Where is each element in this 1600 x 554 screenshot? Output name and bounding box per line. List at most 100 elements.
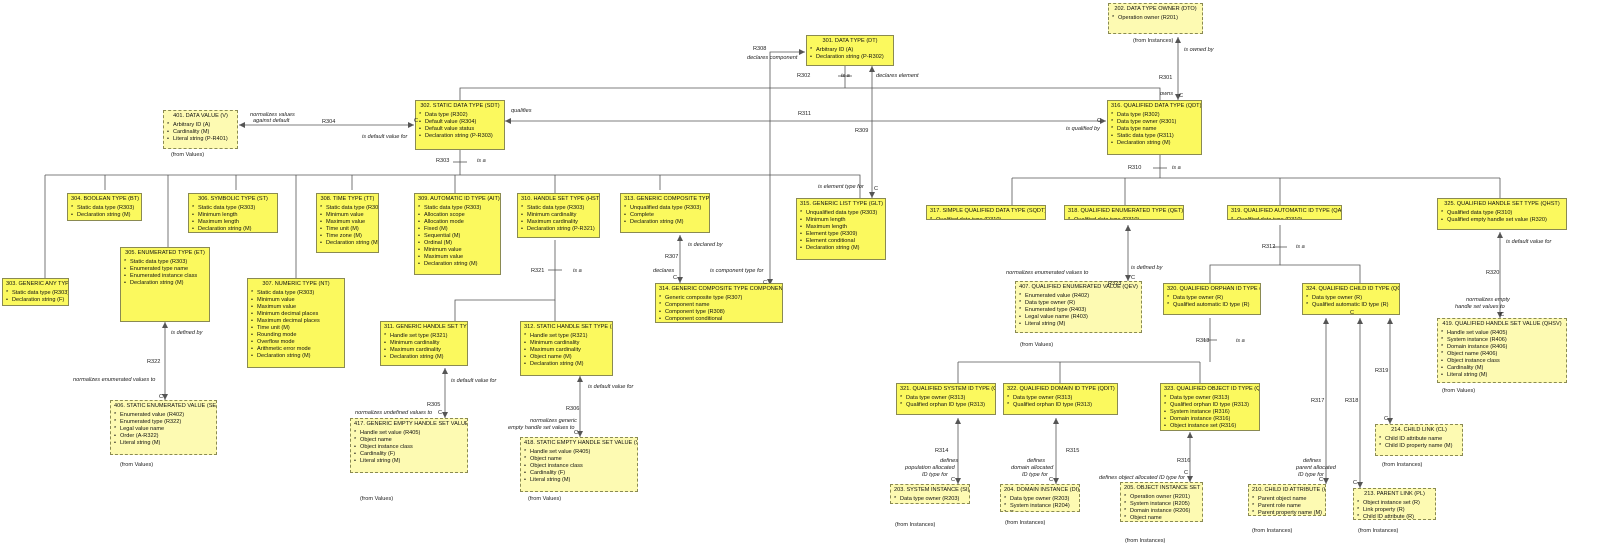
attribute-text: Qualified data type (R310)	[1074, 217, 1140, 220]
class-box-316[interactable]: 316. QUALIFIED DATA TYPE (QDT)*Data type…	[1107, 100, 1202, 155]
attribute-marker: •	[419, 119, 421, 125]
class-attribute: *Project name	[894, 503, 966, 504]
class-box-306[interactable]: 306. SYMBOLIC TYPE (ST)*Static data type…	[188, 193, 278, 233]
class-box-324[interactable]: 324. QUALIFIED CHILD ID TYPE (QCIT)*Data…	[1302, 283, 1400, 315]
relationship-label: normalizes generic	[530, 418, 577, 424]
class-box-320[interactable]: 320. QUALIFIED ORPHAN ID TYPE (QOIT)*Dat…	[1163, 283, 1261, 315]
class-attribute: •Declaration string (P-R303)	[419, 133, 501, 140]
class-title: 310. HANDLE SET TYPE (HST)	[521, 196, 600, 202]
class-box-417[interactable]: 417. GENERIC EMPTY HANDLE SET VALUE (GEH…	[350, 418, 468, 473]
class-box-312[interactable]: 312. STATIC HANDLE SET TYPE (SHST)*Handl…	[520, 321, 613, 376]
class-box-202[interactable]: 202. DATA TYPE OWNER (DTO)*Operation own…	[1108, 3, 1203, 34]
attribute-text: Parent property name (M)	[1258, 510, 1323, 516]
attribute-text: System instance (R204)	[1010, 503, 1070, 509]
attribute-marker: •	[384, 354, 386, 360]
class-title: 205. OBJECT INSTANCE SET (OIS)	[1124, 485, 1202, 491]
relationship-label: R301	[1159, 75, 1173, 81]
class-box-305[interactable]: 305. ENUMERATED TYPE (ET)*Static data ty…	[120, 247, 210, 322]
class-attribute: •Domain instance (R316)	[1164, 416, 1256, 423]
attribute-text: Link property (R)	[1363, 507, 1405, 513]
class-attribute: *Link property (R)	[1357, 507, 1432, 514]
class-box-309[interactable]: 309. AUTOMATIC ID TYPE (AIT)*Static data…	[414, 193, 501, 275]
attribute-marker: •	[1164, 409, 1166, 415]
class-attribute: •Minimum length	[192, 212, 274, 219]
relationship-label: normalizes values	[250, 112, 295, 118]
relationship-label: handle set values to	[1455, 304, 1505, 310]
relationship-label: is a	[573, 268, 582, 274]
class-title: 418. STATIC EMPTY HANDLE SET VALUE (SEHS…	[524, 440, 637, 446]
class-box-304[interactable]: 304. BOOLEAN TYPE (BT)*Static data type …	[67, 193, 142, 221]
class-attribute: •Minimum cardinality	[521, 212, 596, 219]
class-attribute: •Arithmetic error mode	[251, 346, 341, 353]
class-box-311[interactable]: 311. GENERIC HANDLE SET TYPE (GHST)*Hand…	[380, 321, 468, 366]
class-attribute: *Qualified data type (R310)	[1231, 217, 1338, 219]
attribute-text: Maximum cardinality	[527, 219, 578, 225]
class-box-419[interactable]: 419. QUALIFIED HANDLE SET VALUE (QHSV)*H…	[1437, 318, 1567, 383]
class-box-210[interactable]: 210. CHILD ID ATTRIBUTE (CIA)*Parent obj…	[1248, 484, 1326, 516]
class-box-322[interactable]: 322. QUALIFIED DOMAIN ID TYPE (QDIT)*Dat…	[1003, 383, 1118, 415]
attribute-marker: •	[524, 361, 526, 367]
attribute-text: Component conditional	[665, 316, 723, 322]
conditionality-marker: C	[1500, 312, 1505, 318]
attribute-text: Object instance class	[530, 463, 583, 469]
relationship-label: is a	[1236, 338, 1245, 344]
attribute-text: Qualified automatic ID type (R)	[1312, 302, 1389, 308]
class-attribute: *Data type (R302)	[419, 112, 501, 119]
class-box-308[interactable]: 308. TIME TYPE (TT)*Static data type (R3…	[316, 193, 379, 253]
class-box-307[interactable]: 307. NUMERIC TYPE (NT)*Static data type …	[247, 278, 345, 368]
class-attribute: *Data type owner (R313)	[900, 395, 992, 402]
class-box-315[interactable]: 315. GENERIC LIST TYPE (GLT)*Unqualified…	[796, 198, 886, 260]
class-attribute: •Enumerated instance class	[124, 273, 206, 280]
attribute-marker: •	[384, 340, 386, 346]
class-box-401[interactable]: 401. DATA VALUE (V)*Arbitrary ID (A)•Car…	[163, 110, 238, 149]
class-attribute: *Legal value name	[114, 426, 213, 433]
class-box-407[interactable]: 407. QUALIFIED ENUMERATED VALUE (QEV)*En…	[1015, 281, 1142, 333]
attribute-marker: •	[1441, 372, 1443, 378]
attribute-text: Object name	[530, 456, 562, 462]
relationship-label: R303	[436, 158, 450, 164]
class-box-214[interactable]: 214. CHILD LINK (CL)*Child ID attribute …	[1375, 424, 1463, 456]
class-box-203[interactable]: 203. SYSTEM INSTANCE (SI)*Data type owne…	[890, 484, 970, 504]
class-attribute: *Qualified data type (R310)	[1441, 210, 1563, 217]
identifier-marker: *	[1019, 293, 1022, 299]
identifier-marker: *	[1441, 210, 1444, 216]
class-box-323[interactable]: 323. QUALIFIED OBJECT ID TYPE (QOIT_Z)*D…	[1160, 383, 1260, 431]
class-attribute: •Object name (M)	[524, 354, 609, 361]
class-box-321[interactable]: 321. QUALIFIED SYSTEM ID TYPE (QSIT)*Dat…	[896, 383, 996, 415]
class-box-205[interactable]: 205. OBJECT INSTANCE SET (OIS)*Operation…	[1120, 482, 1203, 522]
class-box-310[interactable]: 310. HANDLE SET TYPE (HST)*Static data t…	[517, 193, 600, 238]
relationship-label: R311	[798, 111, 811, 117]
class-box-418[interactable]: 418. STATIC EMPTY HANDLE SET VALUE (SEHS…	[520, 437, 638, 492]
attribute-text: Arbitrary ID (A)	[816, 47, 854, 53]
class-box-319[interactable]: 319. QUALIFIED AUTOMATIC ID TYPE (QAIT)*…	[1227, 205, 1342, 220]
attribute-text: Qualified empty handle set value (R320)	[1447, 217, 1547, 223]
class-title: 306. SYMBOLIC TYPE (ST)	[198, 196, 268, 202]
class-box-301[interactable]: 301. DATA TYPE (DT)*Arbitrary ID (A)•Dec…	[806, 35, 894, 66]
attribute-text: Data type (R302)	[425, 112, 468, 118]
identifier-marker: *	[1357, 514, 1360, 520]
class-box-313[interactable]: 313. GENERIC COMPOSITE TYPE (GCT)*Unqual…	[620, 193, 710, 233]
class-attribute: *Data type owner (R)	[1306, 295, 1396, 302]
attribute-marker: •	[524, 463, 526, 469]
class-box-303[interactable]: 303. GENERIC ANY TYPE (GAT)*Static data …	[2, 278, 69, 306]
attribute-marker: •	[124, 273, 126, 279]
class-box-204[interactable]: 204. DOMAIN INSTANCE (DI)*Data type owne…	[1000, 484, 1080, 512]
class-box-406[interactable]: 406. STATIC ENUMERATED VALUE (SEV)*Enume…	[110, 400, 217, 455]
attribute-text: Qualified orphan ID type (R313)	[1013, 402, 1092, 408]
attribute-text: Cardinality (M)	[173, 129, 210, 135]
class-attribute: *Qualified automatic ID type (R)	[1306, 302, 1396, 309]
attribute-text: Minimum length	[806, 217, 846, 223]
class-box-325[interactable]: 325. QUALIFIED HANDLE SET TYPE (QHST)*Qu…	[1437, 198, 1567, 230]
class-title: 318. QUALIFIED ENUMERATED TYPE (QET)	[1068, 208, 1184, 214]
class-source-note: (from Values)	[1442, 388, 1476, 394]
class-box-318[interactable]: 318. QUALIFIED ENUMERATED TYPE (QET)*Qua…	[1064, 205, 1184, 220]
attribute-marker: •	[192, 226, 194, 232]
class-box-302[interactable]: 302. STATIC DATA TYPE (SDT)*Data type (R…	[415, 100, 505, 150]
attribute-text: Declaration string (M)	[326, 240, 379, 246]
relationship-label: population allocated	[905, 465, 955, 471]
class-box-314[interactable]: 314. GENERIC COMPOSITE TYPE COMPONENT (G…	[655, 283, 783, 323]
class-box-213[interactable]: 213. PARENT LINK (PL)*Object instance se…	[1353, 488, 1436, 520]
class-box-317[interactable]: 317. SIMPLE QUALIFIED DATA TYPE (SQDT)*Q…	[926, 205, 1046, 220]
class-attribute: •Object instance set (R316)	[1164, 423, 1256, 430]
